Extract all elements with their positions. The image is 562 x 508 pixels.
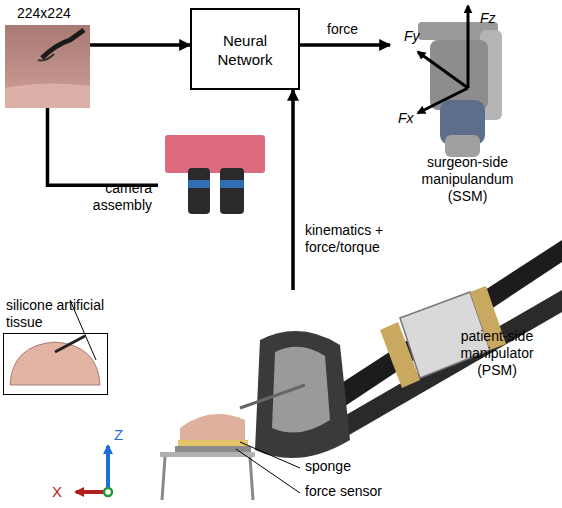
camera-band: [220, 180, 244, 188]
sponge: [178, 440, 248, 446]
force-axis-x: [418, 88, 468, 113]
axis-y-origin: [104, 488, 112, 496]
image-thumbnail: 224x224: [5, 25, 90, 108]
arrow-connector: [300, 43, 390, 47]
arrow-connector: [90, 43, 190, 47]
stand-leg: [250, 457, 253, 500]
camera-frame: [5, 25, 90, 108]
leader-line: [240, 442, 300, 468]
tool-tip: [42, 30, 84, 58]
node-label: patient-side manipulator (PSM): [443, 328, 551, 379]
ssm-body: [430, 40, 488, 110]
tissue-sample: [180, 414, 245, 440]
force-axis-label: Fx: [398, 110, 414, 127]
camera-band: [188, 180, 210, 188]
force-axis-y: [418, 52, 468, 88]
axis-label: X: [52, 483, 62, 500]
psm-cover: [272, 347, 330, 433]
axis-z: [106, 446, 110, 492]
stand-leg: [162, 457, 165, 500]
part-label: sponge: [305, 458, 351, 475]
psm-wrist: [255, 331, 350, 458]
node-label: 224x224: [17, 5, 71, 22]
psm-rod: [320, 290, 562, 446]
force-axis-z: [467, 6, 470, 88]
tissue-edge: [5, 83, 90, 108]
process-box: Neural Network: [190, 8, 300, 90]
psm-band: [380, 322, 420, 388]
connector-line: [48, 108, 159, 185]
device-illustration: patient-side manipulator (PSM): [215, 290, 562, 475]
edge-label: force: [327, 21, 358, 38]
node-label: camera assembly: [80, 180, 152, 214]
node-label: Neural Network: [202, 31, 288, 69]
node-label: silicone artificial tissue: [6, 297, 131, 331]
device-illustration: camera assembly: [158, 128, 266, 216]
ssm-base: [445, 135, 480, 157]
camera-body: [220, 168, 244, 214]
axis-label: Z: [114, 426, 123, 443]
part-label: force sensor: [305, 483, 382, 500]
camera-body: [188, 168, 210, 214]
edge-label: kinematics + force/torque: [305, 222, 400, 256]
psm-instrument: [240, 385, 305, 408]
camera-mount: [165, 135, 265, 173]
force-axis-label: Fz: [480, 10, 496, 27]
leader-line: [236, 449, 300, 493]
suture-thread: [38, 54, 54, 60]
force-axis-label: Fy: [404, 28, 420, 45]
inset-box: silicone artificial tissue: [3, 333, 108, 395]
node-label: surgeon-side manipulandum (SSM): [410, 154, 525, 205]
inset-tissue: [10, 342, 100, 385]
arrow-connector: [291, 90, 295, 290]
inset-tool: [55, 336, 85, 352]
